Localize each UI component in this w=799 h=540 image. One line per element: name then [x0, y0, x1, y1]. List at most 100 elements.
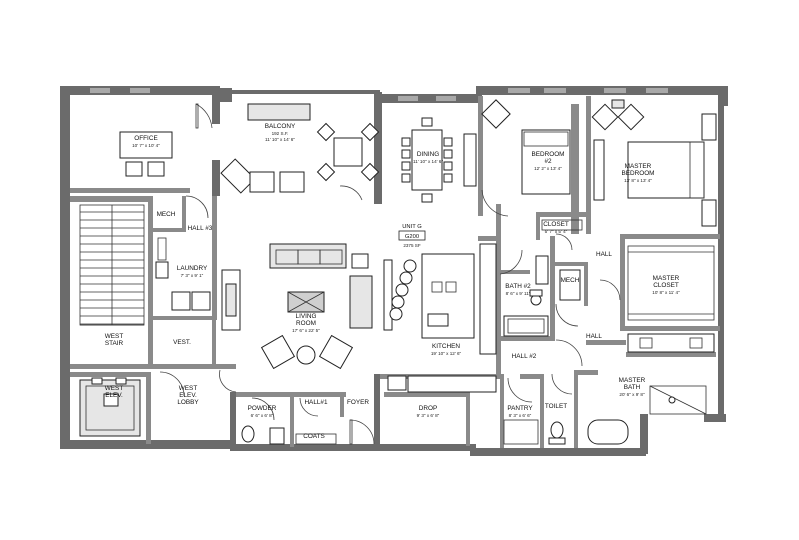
room-name: ELEV.: [179, 392, 197, 399]
room-name: WEST: [179, 385, 198, 392]
master-bath-fixtures: [555, 333, 715, 445]
room-name: HALL: [596, 251, 612, 258]
room-name: #2: [544, 158, 552, 165]
master-bedroom-furniture: [591, 99, 717, 227]
room-name: DROP: [419, 405, 437, 412]
room-name: CLOSET: [653, 282, 679, 289]
room-name: STAIR: [105, 340, 124, 347]
room-label-mech1: MECH: [157, 211, 176, 218]
room-label-mech2: MECH: [561, 277, 580, 284]
west-stair-steps: [79, 204, 145, 326]
powder-fixtures: [241, 397, 337, 445]
room-name: POWDER: [248, 405, 277, 412]
office-furniture: [119, 103, 213, 177]
room-name: MASTER: [653, 275, 680, 282]
room-name: LOBBY: [177, 399, 199, 406]
bath2-fixtures: [499, 249, 549, 337]
room-label-hall3: HALL #3: [188, 225, 213, 232]
room-name: TOILET: [545, 403, 567, 410]
room-name: ROOM: [296, 320, 316, 327]
room-area: 192 S.F.: [272, 131, 289, 136]
dining-furniture: [401, 117, 477, 203]
unit-code-box: [398, 230, 426, 241]
room-name: HALL: [586, 333, 602, 340]
room-dimensions: 13' 8" x 13' 4": [624, 178, 652, 183]
room-dimensions: 11' 10" x 14' 6": [413, 159, 443, 164]
room-name: BEDROOM: [531, 151, 564, 158]
room-dimensions: 10' 8" x 11' 4": [652, 290, 680, 295]
room-dimensions: 5' 7" x 5' 4": [545, 229, 568, 234]
room-name: MASTER: [619, 377, 646, 384]
room-label-bedroom2: BEDROOM#212' 2" x 13' 4": [531, 151, 564, 171]
master-closet-fixtures: [599, 245, 715, 321]
room-name: MECH: [561, 277, 580, 284]
room-dimensions: 9' 3" x 6' 8": [417, 413, 440, 418]
room-name: LAUNDRY: [177, 265, 208, 272]
room-dimensions: 6' 6" x 6' 8": [251, 413, 274, 418]
room-dimensions: 20' 6" x 9' 8": [619, 392, 645, 397]
room-name: MASTER: [625, 163, 652, 170]
room-name: BATH: [624, 384, 641, 391]
room-name: BEDROOM: [621, 170, 654, 177]
room-label-toilet: TOILET: [545, 403, 567, 410]
mech2-fixtures: [555, 269, 581, 327]
foyer-fixtures: [349, 419, 375, 445]
room-label-vest: VEST.: [173, 339, 191, 346]
room-name: HALL #3: [188, 225, 213, 232]
room-name: MECH: [157, 211, 176, 218]
room-name: PANTRY: [507, 405, 533, 412]
room-name: WEST: [105, 385, 124, 392]
room-dimensions: 8' 6" x 9' 11": [506, 291, 531, 296]
room-label-hall-a: HALL: [596, 251, 612, 258]
living-furniture: [221, 243, 373, 370]
pantry-fixtures: [503, 377, 539, 445]
room-name: HALL#1: [304, 399, 328, 406]
room-name: COATS: [303, 433, 325, 440]
room-dimensions: 11' 10" x 14' 6": [265, 137, 295, 142]
room-dimensions: 19' 10" x 12' 6": [431, 351, 462, 356]
toilet-fixtures: [548, 373, 573, 445]
unit-area: 2375 SF: [403, 243, 421, 248]
elevator-fixtures: [79, 377, 141, 437]
room-name: CLOSET: [543, 221, 569, 228]
room-name: DINING: [417, 151, 439, 158]
room-name: VEST.: [173, 339, 191, 346]
unit-name: UNIT G: [402, 224, 422, 230]
room-name: BALCONY: [265, 123, 296, 130]
room-label-bath2: BATH #28' 6" x 9' 11": [505, 283, 531, 296]
room-dimensions: 7' 3" x 9' 1": [181, 273, 204, 278]
room-name: KITCHEN: [432, 343, 460, 350]
room-label-hall1: HALL#1: [304, 399, 328, 406]
vest-doors: [159, 369, 237, 397]
bedroom2-furniture: [481, 99, 571, 217]
interior-walls: [70, 96, 720, 448]
exterior-walls: [60, 86, 728, 456]
room-name: ELEV.: [105, 392, 123, 399]
closet-fixtures: [541, 219, 583, 251]
laundry-fixtures: [155, 195, 211, 311]
room-dimensions: 8' 3" x 6' 6": [509, 413, 532, 418]
room-name: FOYER: [347, 399, 369, 406]
balcony-furniture: [220, 103, 380, 201]
room-label-foyer: FOYER: [347, 399, 369, 406]
room-name: OFFICE: [134, 135, 157, 142]
room-name: BATH #2: [505, 283, 531, 290]
